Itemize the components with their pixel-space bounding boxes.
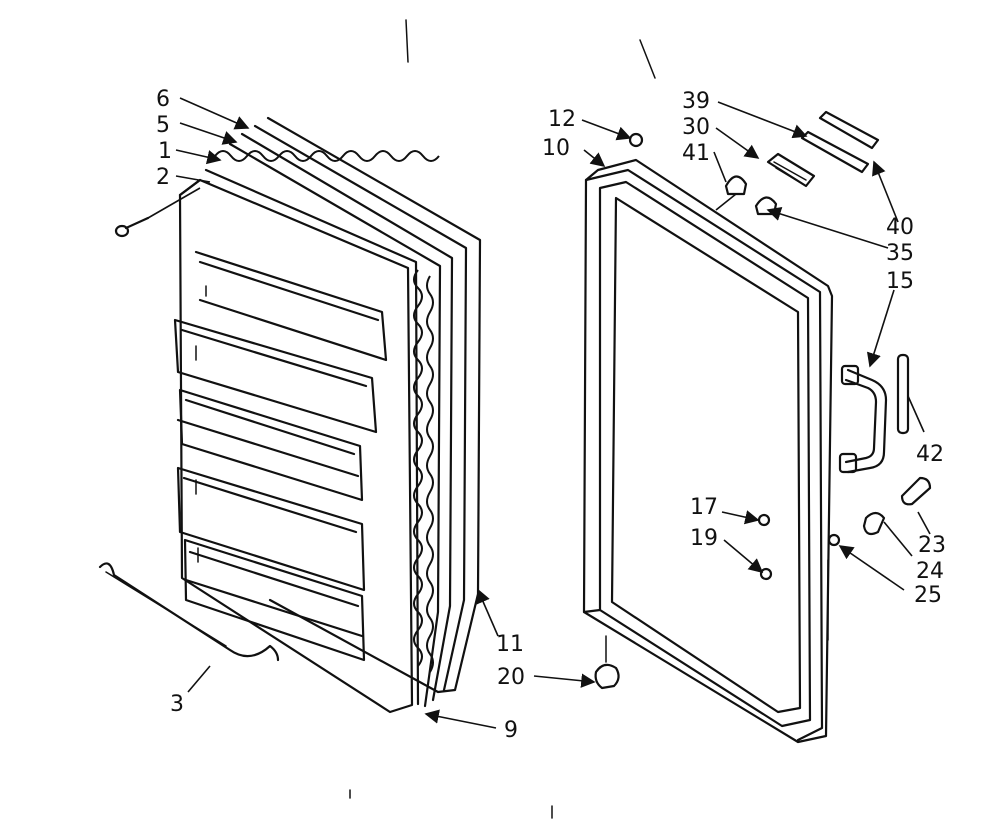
door-handle — [838, 364, 888, 474]
scan-marks — [349, 19, 656, 819]
callout-5: 5 — [156, 113, 170, 138]
callout-39: 39 — [682, 89, 710, 114]
shelf-retainer-bar — [98, 562, 280, 662]
screw — [114, 216, 150, 238]
callout-3: 3 — [170, 692, 184, 717]
callout-9: 9 — [504, 718, 518, 743]
callout-12: 12 — [548, 107, 576, 132]
callout-23: 23 — [918, 533, 946, 558]
callout-40: 40 — [886, 215, 914, 240]
callout-42: 42 — [916, 442, 944, 467]
clip-41 — [724, 175, 748, 196]
callout-35: 35 — [886, 241, 914, 266]
breaker-strip — [214, 150, 440, 162]
plug-19 — [759, 567, 773, 581]
outer-door-panel — [582, 158, 834, 744]
callout-25: 25 — [914, 583, 942, 608]
leader-lines — [147, 97, 931, 729]
callout-11: 11 — [496, 632, 524, 657]
callout-41: 41 — [682, 141, 710, 166]
callout-30: 30 — [682, 115, 710, 140]
door-gasket-inner — [240, 132, 454, 702]
callout-20: 20 — [497, 665, 525, 690]
latch-24 — [862, 511, 886, 536]
callout-19: 19 — [690, 526, 718, 551]
callout-2: 2 — [156, 165, 170, 190]
callout-17: 17 — [690, 495, 718, 520]
plug-12 — [628, 132, 644, 148]
callout-10: 10 — [542, 136, 570, 161]
callout-15: 15 — [886, 269, 914, 294]
callout-1: 1 — [158, 139, 172, 164]
door-shelves — [173, 250, 388, 662]
hinge-pin-20 — [594, 663, 620, 690]
door-liner — [178, 178, 414, 714]
nameplate-parts — [766, 110, 880, 188]
callout-6: 6 — [156, 87, 170, 112]
handle-trim-strip — [896, 353, 910, 435]
callouts: 6 5 1 2 3 9 11 12 10 20 39 30 41 40 35 1… — [156, 87, 946, 743]
inner-door-assembly — [173, 116, 482, 714]
striker-23 — [900, 476, 932, 506]
door-gasket-outer — [266, 116, 482, 694]
plug-17 — [757, 513, 771, 527]
washer-25 — [827, 533, 841, 547]
callout-24: 24 — [916, 559, 944, 584]
